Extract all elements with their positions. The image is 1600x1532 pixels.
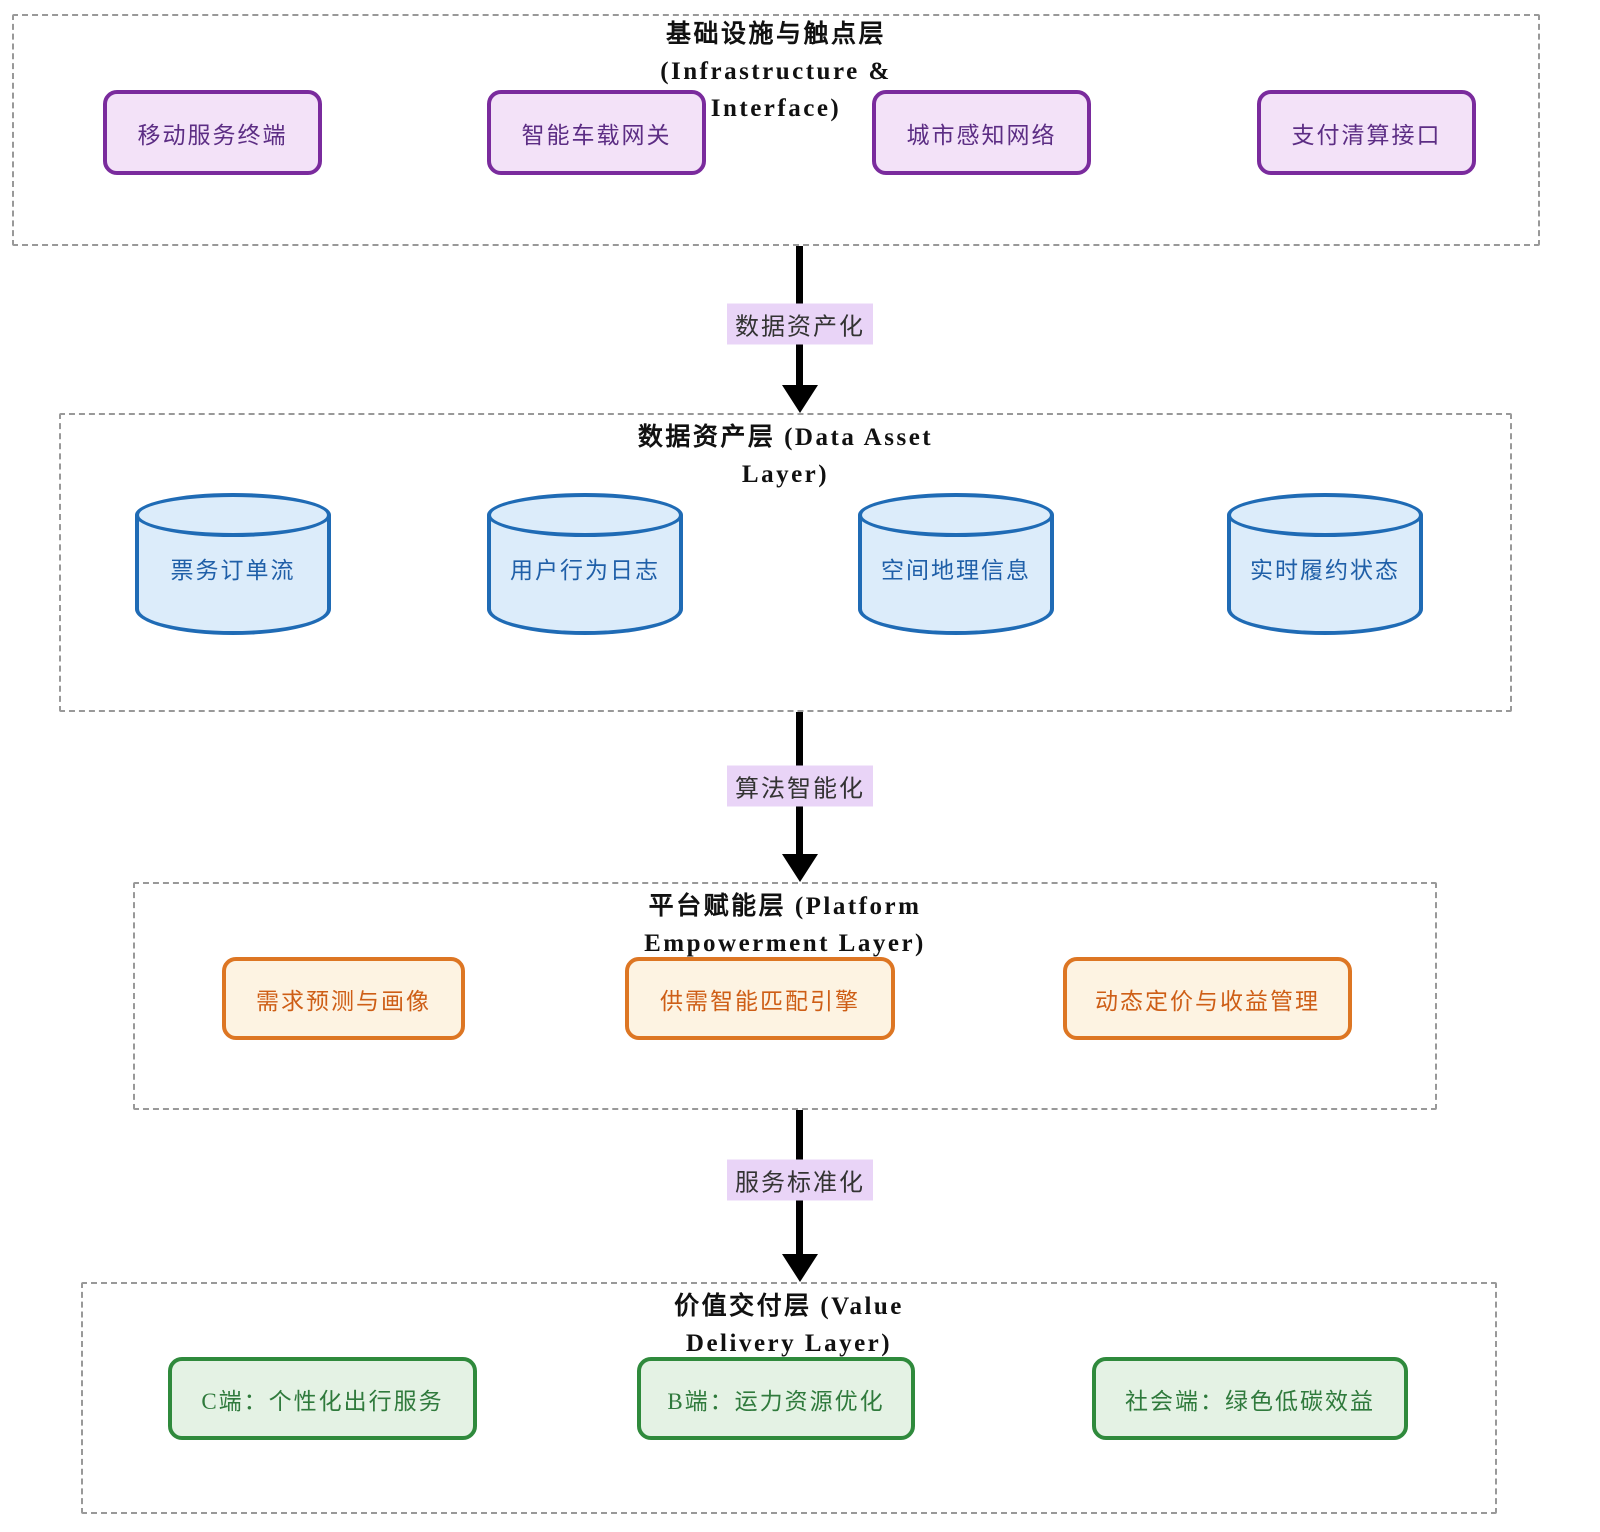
edge-label-algorithm-intelligence: 算法智能化 (727, 765, 873, 807)
db-ticket-order-stream: 票务订单流 (135, 493, 331, 635)
database-cylinder-top (858, 493, 1054, 537)
layer-platform-empowerment-title: 平台赋能层 (Platform Empowerment Layer) (133, 888, 1437, 962)
node-mobile-service-terminal: 移动服务终端 (103, 90, 322, 175)
edge-label-data-assetization: 数据资产化 (727, 303, 873, 345)
node-label: 支付清算接口 (1291, 122, 1442, 148)
db-realtime-fulfillment-status: 实时履约状态 (1227, 493, 1423, 635)
node-label: 智能车载网关 (521, 122, 672, 148)
database-cylinder-body (135, 515, 331, 635)
edge-label-service-standardization: 服务标准化 (727, 1159, 873, 1201)
node-label: 实时履约状态 (1250, 558, 1400, 583)
db-user-behavior-log: 用户行为日志 (487, 493, 683, 635)
arrowhead-icon (782, 854, 818, 882)
node-label: 移动服务终端 (137, 122, 288, 148)
node-supply-demand-matching-engine: 供需智能匹配引擎 (625, 957, 895, 1040)
arrowhead-icon (782, 1254, 818, 1282)
database-cylinder-top (487, 493, 683, 537)
node-label: 需求预测与画像 (256, 988, 431, 1014)
layer-title-line: Delivery Layer) (685, 1330, 893, 1357)
node-c-side-personalized-travel: C端：个性化出行服务 (168, 1357, 477, 1440)
layer-title-line: 价值交付层 (Value (674, 1293, 904, 1320)
layer-data-asset-title: 数据资产层 (Data Asset Layer) (59, 419, 1512, 493)
node-social-green-low-carbon: 社会端：绿色低碳效益 (1092, 1357, 1408, 1440)
node-label: 动态定价与收益管理 (1095, 988, 1320, 1014)
node-smart-vehicle-gateway: 智能车载网关 (487, 90, 706, 175)
layer-title-line: (Infrastructure & (660, 58, 892, 85)
node-label: 用户行为日志 (510, 558, 660, 583)
node-label: 社会端：绿色低碳效益 (1125, 1388, 1375, 1414)
arrowhead-icon (782, 385, 818, 413)
layer-title-line: 基础设施与触点层 (665, 21, 886, 48)
layer-title-line: Empowerment Layer) (644, 930, 926, 957)
node-payment-clearing-interface: 支付清算接口 (1257, 90, 1476, 175)
node-label: C端：个性化出行服务 (201, 1388, 444, 1414)
node-city-sensing-network: 城市感知网络 (872, 90, 1091, 175)
node-b-side-capacity-optimization: B端：运力资源优化 (637, 1357, 915, 1440)
layer-title-line: 平台赋能层 (Platform (648, 893, 922, 920)
layer-infrastructure-title: 基础设施与触点层 (Infrastructure & Interface) (12, 16, 1540, 127)
node-label: 票务订单流 (170, 558, 296, 583)
node-label: 供需智能匹配引擎 (660, 988, 860, 1014)
layer-title-line: Interface) (710, 95, 842, 122)
db-geospatial-info: 空间地理信息 (858, 493, 1054, 635)
node-dynamic-pricing-revenue: 动态定价与收益管理 (1063, 957, 1352, 1040)
layer-title-line: 数据资产层 (Data Asset (637, 424, 934, 451)
database-cylinder-top (135, 493, 331, 537)
node-label: 空间地理信息 (881, 558, 1031, 583)
database-cylinder-top (1227, 493, 1423, 537)
layer-title-line: Layer) (741, 461, 830, 488)
node-label: 城市感知网络 (906, 122, 1057, 148)
node-demand-forecast-profiling: 需求预测与画像 (222, 957, 465, 1040)
layer-value-delivery-title: 价值交付层 (Value Delivery Layer) (81, 1288, 1497, 1362)
node-label: B端：运力资源优化 (667, 1388, 885, 1414)
